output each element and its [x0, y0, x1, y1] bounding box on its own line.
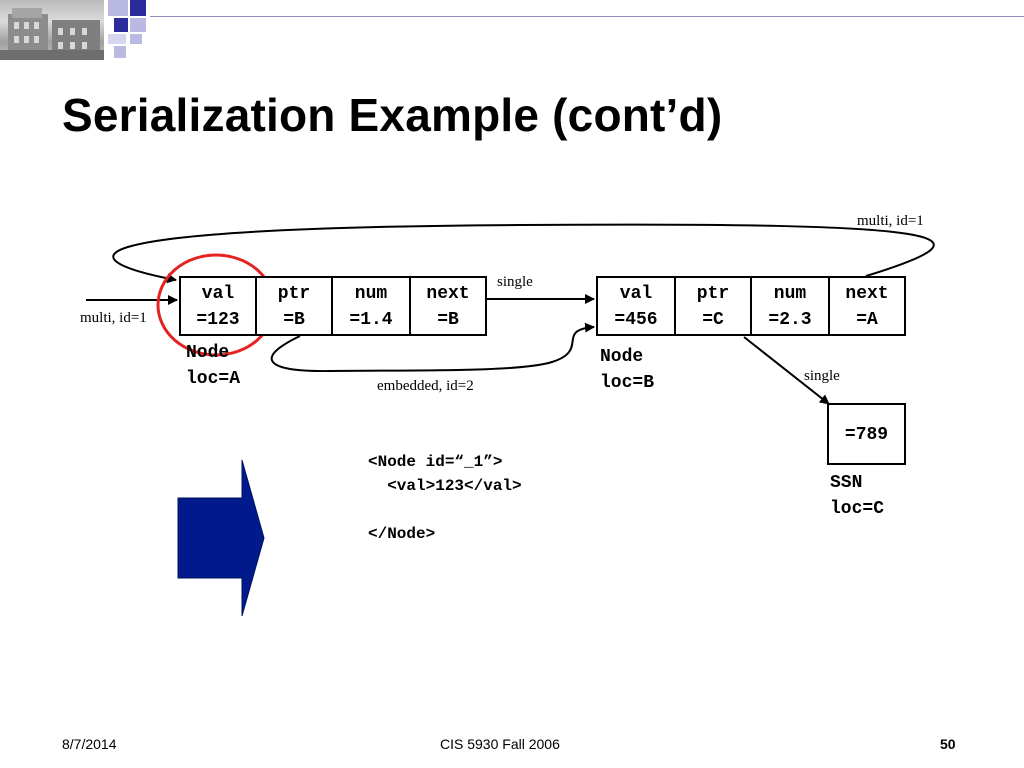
cell-value: =1.4 — [349, 310, 393, 330]
accent-square — [114, 18, 128, 32]
cell-value: =123 — [196, 310, 240, 330]
node-a-cell-ptr: ptr =B — [255, 276, 333, 336]
node-a-loc-label: loc=A — [186, 369, 241, 389]
ssn-type-label: SSN — [830, 473, 863, 493]
xml-line: </Node> — [368, 525, 436, 543]
edge-label-single-b-c: single — [804, 368, 840, 384]
xml-line — [368, 498, 522, 522]
node-b-cell-val: val =456 — [596, 276, 676, 336]
cell-field: next — [845, 284, 889, 304]
cell-value: =B — [283, 310, 305, 330]
node-b-type-label: Node — [600, 347, 644, 367]
cell-field: next — [426, 284, 470, 304]
xml-code-block: <Node id=“_1”> <val>123</val> </Node> — [368, 450, 522, 546]
xml-line: <Node id=“_1”> — [368, 453, 503, 471]
page-number: 50 — [940, 736, 956, 752]
accent-square — [108, 34, 126, 44]
edge-single-b-c — [743, 336, 830, 405]
node-b-cell-num: num =2.3 — [750, 276, 830, 336]
edge-embedded — [270, 322, 595, 373]
ssn-loc-label: loc=C — [830, 499, 885, 519]
accent-square — [130, 18, 146, 32]
cell-value: =2.3 — [768, 310, 812, 330]
node-b-loc-label: loc=B — [600, 373, 655, 393]
footer-course: CIS 5930 Fall 2006 — [440, 736, 560, 752]
node-b-cell-ptr: ptr =C — [674, 276, 752, 336]
cell-field: num — [773, 284, 807, 304]
accent-square — [114, 46, 126, 58]
cell-field: ptr — [696, 284, 730, 304]
cell-value: =B — [437, 310, 459, 330]
accent-square — [130, 0, 146, 16]
cell-field: num — [354, 284, 388, 304]
cell-value: =A — [856, 310, 878, 330]
cell-value: =456 — [614, 310, 658, 330]
edge-label-incoming: multi, id=1 — [80, 310, 147, 326]
big-right-arrow — [177, 459, 265, 617]
accent-square — [130, 34, 142, 44]
header-photo — [0, 0, 104, 60]
edge-label-top-loop: multi, id=1 — [857, 213, 924, 229]
cell-field: val — [201, 284, 235, 304]
slide-title: Serialization Example (cont’d) — [62, 89, 723, 141]
edge-top-loop — [112, 223, 935, 284]
node-a-cell-val: val =123 — [179, 276, 257, 336]
footer-date: 8/7/2014 — [62, 736, 117, 752]
accent-square — [108, 0, 128, 16]
cell-field: val — [619, 284, 653, 304]
node-a-type-label: Node — [186, 343, 230, 363]
cell-value: =C — [702, 310, 724, 330]
ssn-value: =789 — [844, 425, 889, 445]
xml-line: <val>123</val> — [368, 477, 522, 495]
edge-label-single-a-b: single — [497, 274, 533, 290]
ssn-cell: =789 — [827, 403, 906, 465]
edge-label-embedded: embedded, id=2 — [377, 378, 474, 394]
node-b-cell-next: next =A — [828, 276, 906, 336]
cell-field: ptr — [277, 284, 311, 304]
header-rule — [150, 16, 1024, 17]
node-a-cell-num: num =1.4 — [331, 276, 411, 336]
node-a-cell-next: next =B — [409, 276, 487, 336]
